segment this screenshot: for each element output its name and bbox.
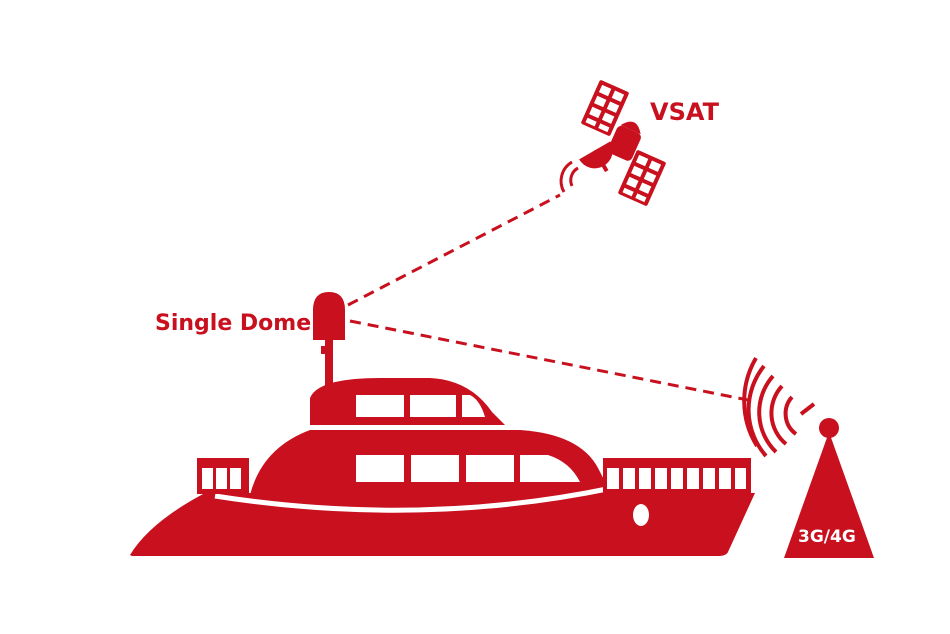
link-dome-to-tower: [349, 319, 749, 402]
upper-windows: [356, 395, 485, 417]
link-dome-to-vsat: [347, 193, 561, 307]
front-railing: [603, 458, 751, 494]
boat-porthole: [633, 504, 649, 526]
boat-icon: [130, 378, 755, 556]
vsat-label: VSAT: [650, 98, 719, 126]
satellite-icon: [559, 80, 666, 206]
cellular-label: 3G/4G: [798, 527, 856, 547]
dome-antenna-icon: [313, 292, 345, 390]
boat-hull: [130, 493, 755, 556]
rear-railing: [197, 458, 249, 494]
signal-waves-icon: [742, 356, 816, 458]
cell-tower-icon: [784, 418, 874, 558]
boat-deck-stripe: [214, 485, 613, 513]
single-dome-label: Single Dome: [155, 311, 312, 336]
lower-windows: [356, 455, 580, 482]
